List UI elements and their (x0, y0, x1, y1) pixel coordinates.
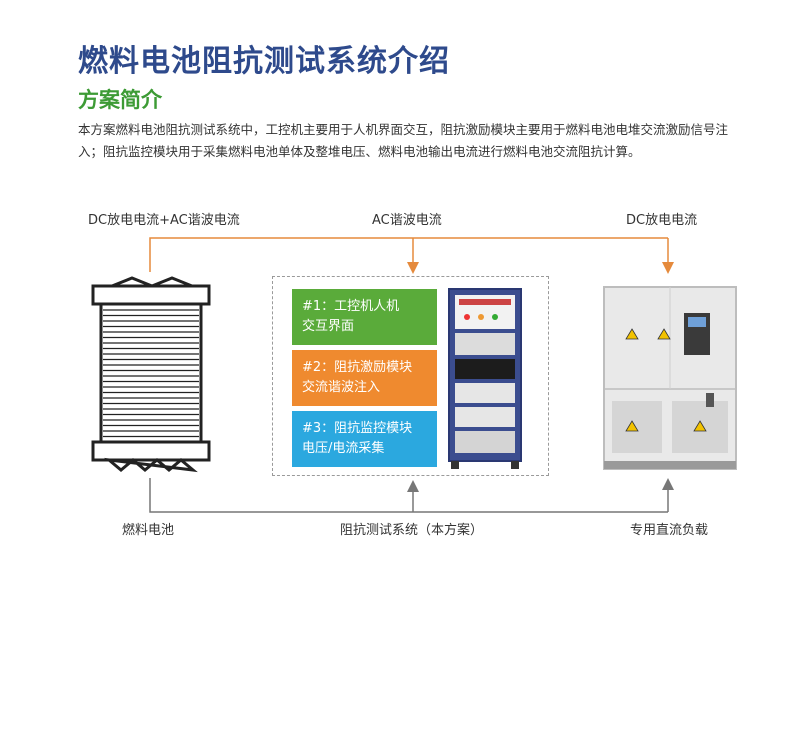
description-paragraph: 本方案燃料电池阻抗测试系统中，工控机主要用于人机界面交互，阻抗激励模块主要用于燃… (78, 122, 729, 159)
label-fuel-cell: 燃料电池 (122, 523, 175, 538)
dc-load-cabinet-illustration (603, 286, 737, 470)
label-dc-load: 专用直流负载 (630, 523, 709, 538)
impedance-system-frame (272, 276, 549, 476)
label-dc-ac-current: DC放电电流+AC谐波电流 (88, 213, 240, 228)
fuel-cell-stack-illustration (91, 276, 211, 473)
page-title: 燃料电池阻抗测试系统介绍 (78, 44, 450, 79)
module-box-3: #3：阻抗监控模块 电压/电流采集 (292, 411, 437, 467)
module-box-2: #2：阻抗激励模块 交流谐波注入 (292, 350, 437, 406)
top-flow-line (149, 237, 668, 272)
label-ac-current: AC谐波电流 (372, 213, 442, 228)
section-subtitle: 方案简介 (78, 88, 162, 112)
label-dc-current: DC放电电流 (626, 213, 698, 228)
label-impedance-system: 阻抗测试系统（本方案） (340, 523, 484, 538)
module-box-1: #1：工控机人机 交互界面 (292, 289, 437, 345)
test-cabinet-illustration (448, 288, 522, 469)
bottom-flow-line (149, 478, 668, 513)
